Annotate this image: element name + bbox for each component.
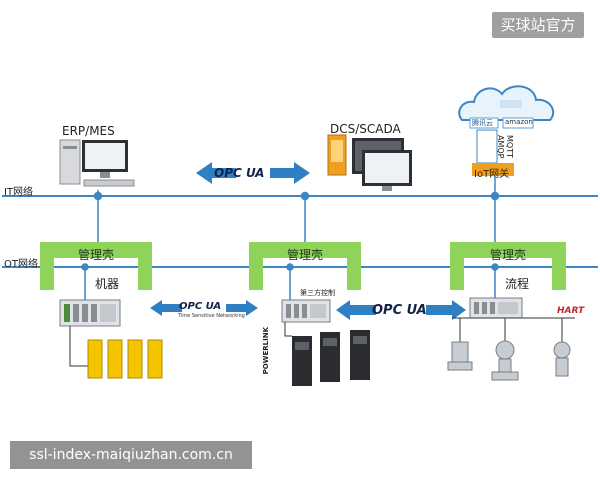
cloud-provider-tencent: 腾讯云 — [472, 119, 493, 127]
powerlink-cable — [284, 322, 292, 337]
it-network-label: IT网络 — [4, 187, 34, 198]
shell-middle — [249, 242, 361, 290]
field-devices-icon — [447, 318, 571, 381]
dcs-scada-icon — [327, 134, 412, 191]
cloud-protocol-amqp: AMQP — [496, 135, 505, 159]
process-controller-icon — [452, 297, 575, 319]
erp-computer-icon — [59, 139, 135, 187]
opc-ua-arrow-ot — [336, 300, 466, 320]
opc-ua-label-tsn: OPC UA — [179, 301, 222, 312]
shell-middle-title: 管理壳 — [286, 248, 323, 262]
shell-machine-title: 管理壳 — [77, 248, 114, 262]
machine-controller-icon — [59, 299, 121, 327]
servo-drives-icon — [292, 330, 370, 386]
shell-machine-label: 机器 — [95, 277, 120, 291]
shell-process-label: 流程 — [505, 277, 530, 291]
cloud-protocol-mqtt: MQTT — [505, 135, 514, 158]
hart-logo: HART — [557, 306, 585, 316]
opc-ua-arrow-tsn — [150, 300, 258, 316]
ot-connectors — [81, 263, 499, 300]
iot-gateway-icon — [472, 129, 514, 176]
powerlink-label: POWERLINK — [262, 327, 270, 375]
watermark-top: 买球站官方 — [492, 12, 584, 38]
machine-cable — [69, 326, 88, 367]
opc-ua-tsn-caption: Time Sensitive Networking — [178, 313, 245, 319]
it-connectors — [93, 172, 500, 242]
cloud-provider-amazon: amazon — [505, 118, 533, 126]
third-party-controller-icon — [281, 299, 331, 323]
opc-ua-arrow-it — [196, 162, 310, 184]
third-party-label: 第三方控制 — [300, 289, 335, 297]
yellow-drives-icon — [87, 339, 163, 379]
cloud-icon — [458, 85, 555, 129]
shell-process-title: 管理壳 — [489, 248, 526, 262]
dcs-label: DCS/SCADA — [330, 122, 401, 136]
shell-machine — [40, 242, 152, 290]
erp-label: ERP/MES — [62, 124, 115, 138]
shell-process — [450, 242, 566, 290]
opc-ua-label-it: OPC UA — [214, 166, 265, 180]
iot-gateway-label: IoT网关 — [474, 169, 510, 180]
ot-network-label: OT网络 — [4, 259, 38, 270]
watermark-bottom: ssl-index-maiqiuzhan.com.cn — [10, 441, 252, 469]
opc-ua-label-ot: OPC UA — [372, 303, 427, 318]
